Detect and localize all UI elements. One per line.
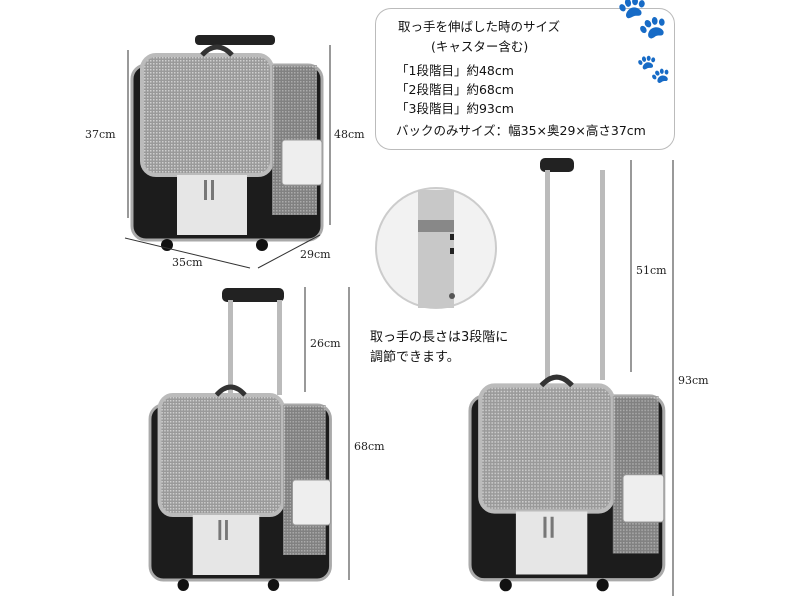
dim-step3-height: 93cm <box>678 374 709 387</box>
dim-handle-step3: 51cm <box>636 264 667 277</box>
dim-depth: 29cm <box>300 248 331 261</box>
info-title: 取っ手を伸ばした時のサイズ <box>398 19 561 34</box>
dimension-lines-right <box>630 160 674 596</box>
note-line-1: 取っ手の長さは3段階に <box>370 330 509 345</box>
dimension-lines-top <box>124 45 331 269</box>
bag-closed-handle <box>132 35 322 251</box>
bag-only-size: バックのみサイズ：幅35×奥29×高さ37cm <box>396 123 646 138</box>
step-3: 「3段階目」約93cm <box>396 101 514 116</box>
note-line-2: 調節できます。 <box>370 350 460 365</box>
dim-width: 35cm <box>172 256 203 269</box>
dim-handle-step2: 26cm <box>310 337 341 350</box>
info-subtitle: (キャスター含む) <box>431 39 529 54</box>
dim-bag-height: 37cm <box>85 128 116 141</box>
dim-step2-height: 68cm <box>354 440 385 453</box>
dimension-lines-middle <box>304 287 350 580</box>
handle-closeup <box>375 187 497 309</box>
dim-step1-height: 48cm <box>334 128 365 141</box>
step-1: 「1段階目」約48cm <box>396 63 514 78</box>
size-info-box: 取っ手を伸ばした時のサイズ (キャスター含む) 「1段階目」約48cm 「2段階… <box>375 0 675 150</box>
step-2: 「2段階目」約68cm <box>396 82 514 97</box>
paw-print-icon: 🐾 <box>636 52 671 85</box>
paw-print-icon: 🐾 <box>616 0 669 41</box>
handle-note: 取っ手の長さは3段階に 調節できます。 <box>370 328 508 368</box>
bag-handle-step2 <box>150 288 331 591</box>
bag-handle-step3 <box>470 158 664 591</box>
